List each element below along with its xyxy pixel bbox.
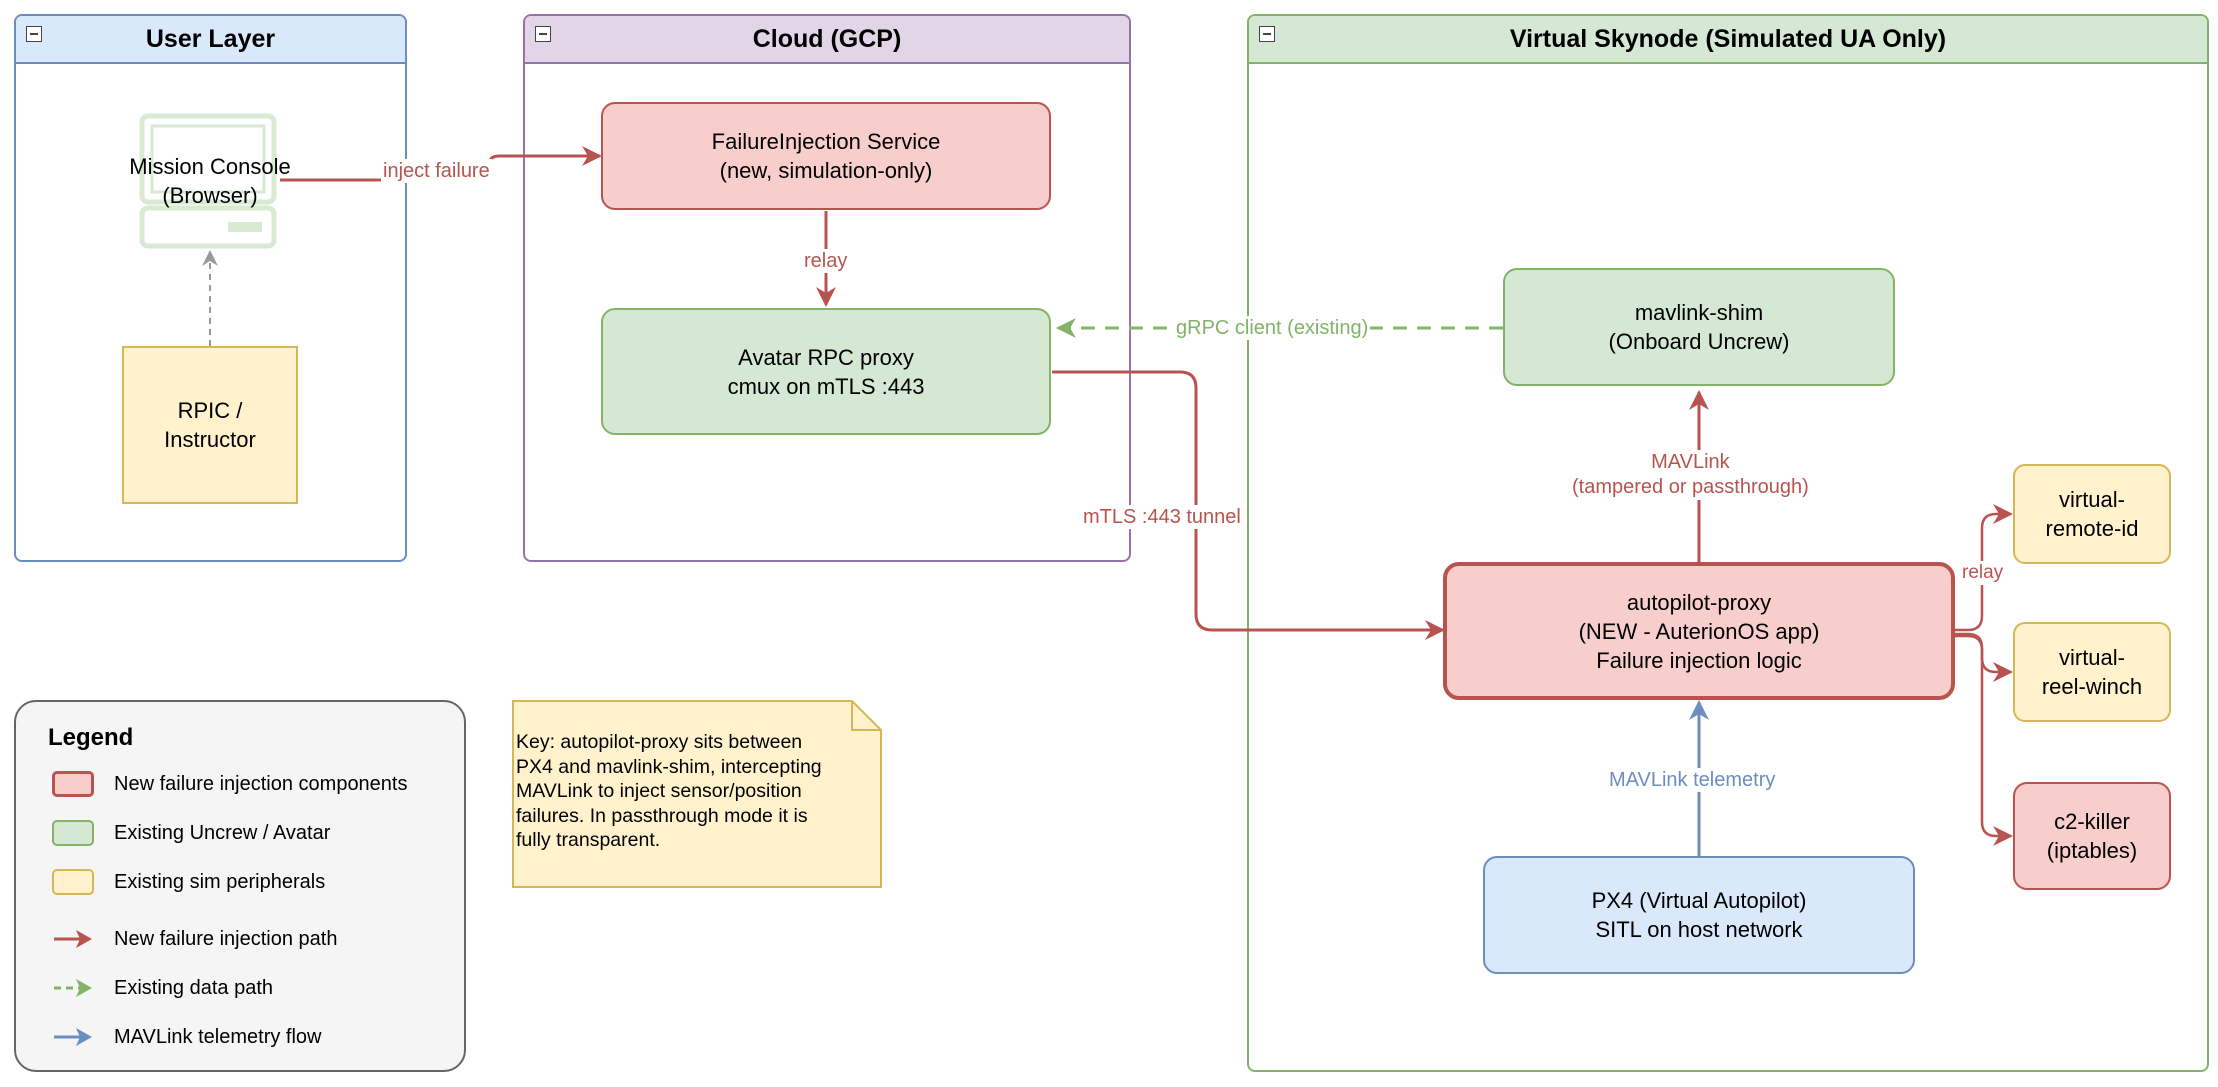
legend-item: Existing sim peripherals bbox=[52, 867, 325, 897]
legend-swatch-red bbox=[52, 771, 94, 797]
node-label-line1: FailureInjection Service bbox=[711, 129, 941, 154]
virtual-reel-winch-node[interactable]: virtual- reel-winch bbox=[2013, 622, 2171, 722]
note-line: PX4 and mavlink-shim, intercepting bbox=[516, 755, 822, 778]
node-label-line2: (Browser) bbox=[162, 183, 258, 208]
legend-item: Existing Uncrew / Avatar bbox=[52, 818, 330, 848]
node-label-line3: Failure injection logic bbox=[1596, 647, 1802, 673]
node-label-line1: Mission Console bbox=[129, 154, 291, 179]
mission-console-node[interactable]: Mission Console (Browser) bbox=[104, 150, 316, 212]
node-label-line1: PX4 (Virtual Autopilot) bbox=[1591, 888, 1807, 913]
legend-item: New failure injection components bbox=[52, 769, 408, 799]
mtls-tunnel-label: mTLS :443 tunnel bbox=[1081, 505, 1243, 529]
node-label-line1: mavlink-shim bbox=[1634, 300, 1764, 325]
lane-title: Virtual Skynode (Simulated UA Only) bbox=[1509, 24, 1947, 53]
key-note: Key: autopilot-proxy sits between PX4 an… bbox=[512, 700, 882, 888]
node-label-line1: virtual- bbox=[2058, 645, 2125, 670]
lane-header: Cloud (GCP) bbox=[525, 16, 1129, 64]
lane-title: Cloud (GCP) bbox=[752, 24, 902, 53]
lane-header: Virtual Skynode (Simulated UA Only) bbox=[1249, 16, 2207, 64]
legend-arrow-red-icon bbox=[54, 930, 92, 948]
node-label-line2: cmux on mTLS :443 bbox=[727, 373, 925, 399]
note-text: Key: autopilot-proxy sits between PX4 an… bbox=[512, 700, 882, 888]
lane-header: User Layer bbox=[16, 16, 405, 64]
legend-item: Existing data path bbox=[52, 973, 273, 1003]
node-label-line2: (iptables) bbox=[2046, 838, 2138, 863]
relay-label: relay bbox=[802, 249, 850, 273]
node-label-line2: remote-id bbox=[2045, 516, 2139, 541]
grpc-client-label: gRPC client (existing) bbox=[1174, 316, 1371, 340]
relay-peripherals-label: relay bbox=[1960, 561, 2006, 585]
node-label-line2: (Onboard Uncrew) bbox=[1608, 329, 1790, 354]
mavlink-label-line2: (tampered or passthrough) bbox=[1572, 476, 1809, 498]
node-label-line2: Instructor bbox=[164, 427, 256, 452]
lane-title: User Layer bbox=[145, 24, 276, 53]
node-label-line2: (NEW - AuterionOS app) bbox=[1578, 618, 1820, 644]
legend-swatch-yellow bbox=[52, 869, 94, 895]
legend-title: Legend bbox=[48, 724, 134, 751]
note-line: fully transparent. bbox=[516, 829, 661, 851]
legend-item-label: New failure injection path bbox=[114, 927, 338, 950]
px4-virtual-autopilot-node[interactable]: PX4 (Virtual Autopilot) SITL on host net… bbox=[1483, 856, 1915, 974]
legend-swatch-green bbox=[52, 820, 94, 846]
inject-failure-label: inject failure bbox=[381, 159, 492, 183]
legend: Legend New failure injection components … bbox=[14, 700, 466, 1072]
node-label-line2: SITL on host network bbox=[1595, 917, 1803, 942]
node-label-line2: reel-winch bbox=[2041, 674, 2143, 699]
legend-arrow-green-dashed-icon bbox=[54, 979, 92, 997]
failure-injection-service-node[interactable]: FailureInjection Service (new, simulatio… bbox=[601, 102, 1051, 210]
legend-item: New failure injection path bbox=[52, 924, 337, 954]
monitor-icon bbox=[139, 113, 277, 249]
note-line: failures. In passthrough mode it is bbox=[516, 804, 808, 827]
node-label-line2: (new, simulation-only) bbox=[719, 158, 933, 183]
legend-arrow-blue-icon bbox=[54, 1028, 92, 1046]
rpic-instructor-node[interactable]: RPIC / Instructor bbox=[122, 346, 298, 504]
mavlink-telemetry-label: MAVLink telemetry bbox=[1607, 768, 1778, 792]
legend-item-label: Existing sim peripherals bbox=[114, 870, 326, 893]
avatar-rpc-proxy-node[interactable]: Avatar RPC proxy cmux on mTLS :443 bbox=[601, 308, 1051, 435]
legend-item-label: Existing Uncrew / Avatar bbox=[114, 821, 331, 844]
legend-item-label: MAVLink telemetry flow bbox=[114, 1025, 322, 1048]
node-label-line1: Avatar RPC proxy bbox=[738, 344, 914, 370]
legend-item: MAVLink telemetry flow bbox=[52, 1022, 321, 1052]
virtual-remote-id-node[interactable]: virtual- remote-id bbox=[2013, 464, 2171, 564]
relay-c2-killer-edge bbox=[1954, 634, 2013, 846]
mavlink-shim-node[interactable]: mavlink-shim (Onboard Uncrew) bbox=[1503, 268, 1895, 386]
autopilot-proxy-node[interactable]: autopilot-proxy (NEW - AuterionOS app) F… bbox=[1443, 562, 1955, 700]
note-line: MAVLink to inject sensor/position bbox=[516, 780, 802, 802]
collapse-icon[interactable] bbox=[535, 26, 551, 42]
mavlink-label-line1: MAVLink bbox=[1651, 451, 1730, 473]
node-label-line1: c2-killer bbox=[2054, 809, 2130, 834]
note-line: Key: autopilot-proxy sits between bbox=[516, 731, 803, 753]
node-label-line1: autopilot-proxy bbox=[1626, 589, 1772, 615]
node-label-line1: RPIC / bbox=[177, 398, 243, 423]
c2-killer-node[interactable]: c2-killer (iptables) bbox=[2013, 782, 2171, 890]
legend-item-label: New failure injection components bbox=[114, 772, 408, 795]
node-label-line1: virtual- bbox=[2058, 487, 2125, 512]
legend-item-label: Existing data path bbox=[114, 976, 273, 999]
collapse-icon[interactable] bbox=[1259, 26, 1275, 42]
mavlink-label: MAVLink (tampered or passthrough) bbox=[1570, 450, 1811, 500]
collapse-icon[interactable] bbox=[26, 26, 42, 42]
mtls-tunnel-edge bbox=[1052, 370, 1445, 640]
note-shape bbox=[512, 700, 882, 888]
